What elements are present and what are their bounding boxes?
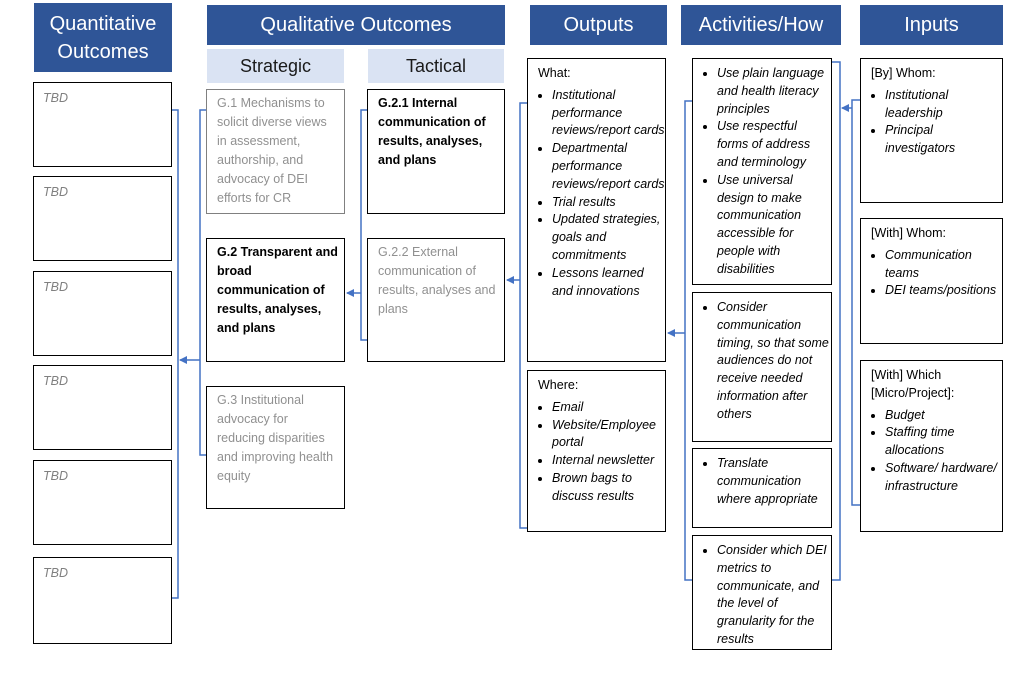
list-item: Institutional performance reviews/report… (552, 87, 665, 140)
header-activities: Activities/How (681, 5, 841, 45)
inputs-by-whom-list: Institutional leadership Principal inves… (861, 87, 1002, 158)
list-item: Brown bags to discuss results (552, 470, 665, 506)
list-item: Trial results (552, 194, 665, 212)
inputs-with-which-box: [With] Which [Micro/Project]: Budget Sta… (860, 360, 1003, 532)
tactical-bracket (360, 109, 367, 341)
inputs-with-whom-title: [With] Whom: (871, 226, 947, 240)
activities-bracket-left (684, 100, 692, 581)
quantitative-bracket (172, 109, 179, 599)
inputs-with-which-title: [With] Which [Micro/Project]: (871, 368, 955, 400)
activities-list-2: Consider communication timing, so that s… (693, 299, 831, 424)
outputs-what-box: What: Institutional performance reviews/… (527, 58, 666, 362)
outputs-bracket (519, 102, 527, 529)
activities-box-3: Translate communication where appropriat… (692, 448, 832, 528)
inputs-by-whom-box: [By] Whom: Institutional leadership Prin… (860, 58, 1003, 203)
tactical-goal-g2-1: G.2.1 Internal communication of results,… (367, 89, 505, 214)
activities-list-1: Use plain language and health literacy p… (693, 65, 831, 279)
outputs-where-box: Where: Email Website/Employee portal Int… (527, 370, 666, 532)
quantitative-box-3: TBD (33, 271, 172, 356)
list-item: Translate communication where appropriat… (717, 455, 831, 508)
activities-list-3: Translate communication where appropriat… (693, 455, 831, 508)
strategic-bracket (199, 109, 206, 456)
list-item: Website/Employee portal (552, 417, 665, 453)
tactical-goal-g2-2: G.2.2 External communication of results,… (367, 238, 505, 362)
subheader-strategic: Strategic (207, 49, 344, 83)
header-outputs: Outputs (530, 5, 667, 45)
subheader-tactical: Tactical (368, 49, 504, 83)
list-item: Internal newsletter (552, 452, 665, 470)
list-item: Institutional leadership (885, 87, 1002, 123)
activities-box-1: Use plain language and health literacy p… (692, 58, 832, 285)
list-item: Departmental performance reviews/report … (552, 140, 665, 193)
strategic-goal-g1: G.1 Mechanisms to solicit diverse views … (206, 89, 345, 214)
outputs-what-title: What: (538, 66, 571, 80)
list-item: DEI teams/positions (885, 282, 1002, 300)
outputs-where-list: Email Website/Employee portal Internal n… (528, 399, 665, 506)
list-item: Use plain language and health literacy p… (717, 65, 831, 118)
outputs-where-title: Where: (538, 378, 579, 392)
list-item: Budget (885, 407, 1002, 425)
inputs-by-whom-title: [By] Whom: (871, 66, 936, 80)
activities-box-2: Consider communication timing, so that s… (692, 292, 832, 442)
list-item: Lessons learned and innovations (552, 265, 665, 301)
activities-list-4: Consider which DEI metrics to communicat… (693, 542, 831, 649)
list-item: Software/ hardware/ infrastructure (885, 460, 1002, 496)
inputs-with-whom-box: [With] Whom: Communication teams DEI tea… (860, 218, 1003, 344)
quantitative-box-2: TBD (33, 176, 172, 261)
header-quantitative-outcomes: Quantitative Outcomes (34, 3, 172, 72)
quantitative-box-4: TBD (33, 365, 172, 450)
inputs-with-which-list: Budget Staffing time allocations Softwar… (861, 407, 1002, 496)
header-qualitative-outcomes: Qualitative Outcomes (207, 5, 505, 45)
activities-bracket-right (832, 61, 841, 581)
strategic-goal-g3: G.3 Institutional advocacy for reducing … (206, 386, 345, 509)
list-item: Staffing time allocations (885, 424, 1002, 460)
list-item: Consider which DEI metrics to communicat… (717, 542, 831, 649)
quantitative-box-1: TBD (33, 82, 172, 167)
list-item: Use respectful forms of address and term… (717, 118, 831, 171)
inputs-bracket (851, 99, 860, 506)
quantitative-box-5: TBD (33, 460, 172, 545)
quantitative-box-6: TBD (33, 557, 172, 644)
list-item: Communication teams (885, 247, 1002, 283)
activities-box-4: Consider which DEI metrics to communicat… (692, 535, 832, 650)
outputs-what-list: Institutional performance reviews/report… (528, 87, 665, 301)
inputs-with-whom-list: Communication teams DEI teams/positions (861, 247, 1002, 300)
list-item: Use universal design to make communicati… (717, 172, 831, 279)
list-item: Principal investigators (885, 122, 1002, 158)
list-item: Email (552, 399, 665, 417)
list-item: Updated strategies, goals and commitment… (552, 211, 665, 264)
header-inputs: Inputs (860, 5, 1003, 45)
strategic-goal-g2: G.2 Transparent and broad communication … (206, 238, 345, 362)
list-item: Consider communication timing, so that s… (717, 299, 831, 424)
